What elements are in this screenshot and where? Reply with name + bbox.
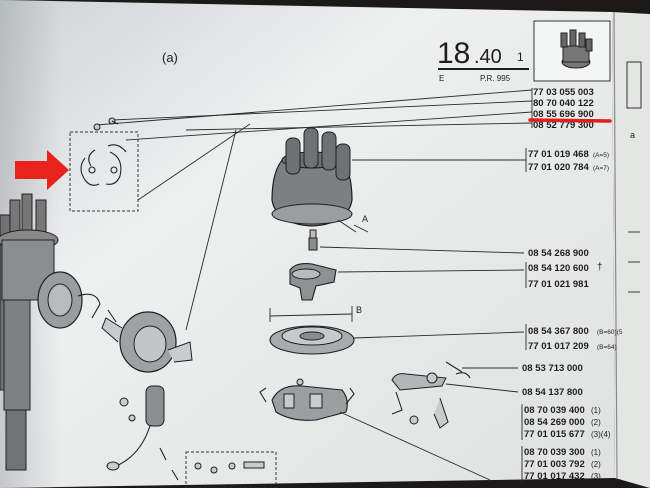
leader-line <box>137 123 251 201</box>
callout-part-number: 08 55 696 900 <box>533 109 594 120</box>
dimension-label-a: A <box>362 214 368 224</box>
part-number: 08 70 039 300 <box>524 447 585 458</box>
page-number-sub: .40 <box>474 46 502 68</box>
breaker-plate <box>269 325 355 355</box>
section-label: (a) <box>162 50 178 65</box>
part-number: 08 54 268 900 <box>528 248 589 259</box>
part-number: 77 01 017 209 <box>528 341 589 352</box>
small-parts-tray <box>159 447 277 488</box>
footer-left: E <box>439 74 444 83</box>
callout-part-number: 80 70 040 122 <box>533 98 594 109</box>
leader-line <box>353 331 525 339</box>
contact-set <box>391 361 471 429</box>
part-number: 08 53 713 000 <box>522 363 583 374</box>
next-page-mark: a <box>630 130 635 140</box>
next-page-box <box>626 61 642 109</box>
part-note: (B=60)(5 <box>597 329 623 336</box>
part-note: (A=5) <box>593 152 609 159</box>
distributor-cap <box>271 127 353 227</box>
part-number: 77 01 003 792 <box>524 459 585 470</box>
part-number: 77 01 017 432 <box>524 471 585 482</box>
part-number: 08 54 137 800 <box>522 387 583 398</box>
part-qty: (2) <box>591 460 601 469</box>
part-note: (A=7) <box>593 165 609 172</box>
part-qty: (3) <box>591 472 601 481</box>
part-note: (B=64) <box>597 344 617 351</box>
part-number: 77 01 020 784 <box>528 162 589 173</box>
dimension-label-b: B <box>356 305 362 315</box>
red-arrow-icon <box>15 150 69 190</box>
condenser <box>106 385 165 471</box>
next-page-edge <box>612 12 650 488</box>
leader-line <box>337 269 525 273</box>
part-number: 08 54 367 800 <box>528 326 589 337</box>
spring-detail-box <box>69 131 139 212</box>
leader-line <box>445 383 519 393</box>
page-number-suffix: 1 <box>517 50 524 64</box>
leader-line <box>319 246 525 254</box>
part-number: 08 54 120 600 <box>528 263 589 274</box>
footer-ref: P.R. 995 <box>480 74 511 83</box>
vacuum-advance-unit <box>101 309 193 373</box>
dimension-tick <box>353 224 369 233</box>
dimension-line-a <box>337 219 357 233</box>
part-number: 08 70 039 400 <box>524 405 585 416</box>
screws <box>93 117 119 131</box>
part-number: 77 01 015 677 <box>524 429 585 440</box>
page-gutter <box>613 11 618 479</box>
contact-breaker-assembly <box>259 378 355 421</box>
part-number: 77 01 021 981 <box>528 279 589 290</box>
part-number: 08 54 269 000 <box>524 417 585 428</box>
thumbnail-distributor-cap <box>533 20 611 82</box>
part-mark: † <box>597 262 603 273</box>
part-qty: (2) <box>591 418 601 427</box>
red-underline-highlight <box>528 118 612 123</box>
carbon-brush <box>308 229 318 251</box>
part-qty: (1) <box>591 448 601 457</box>
callout-part-number: 77 03 055 003 <box>533 87 594 98</box>
leader-line <box>339 411 491 481</box>
rotor-arm <box>289 263 337 301</box>
leader-line <box>185 129 237 331</box>
part-qty: (1) <box>591 406 601 415</box>
callout-part-number: 08 52 779 300 <box>533 120 594 131</box>
part-qty: (3)(4) <box>591 430 611 439</box>
page-number-main: 18 <box>437 37 470 70</box>
dimension-line-b <box>269 313 353 317</box>
part-number: 77 01 019 468 <box>528 149 589 160</box>
distributor-assembly-drawing <box>0 193 101 471</box>
